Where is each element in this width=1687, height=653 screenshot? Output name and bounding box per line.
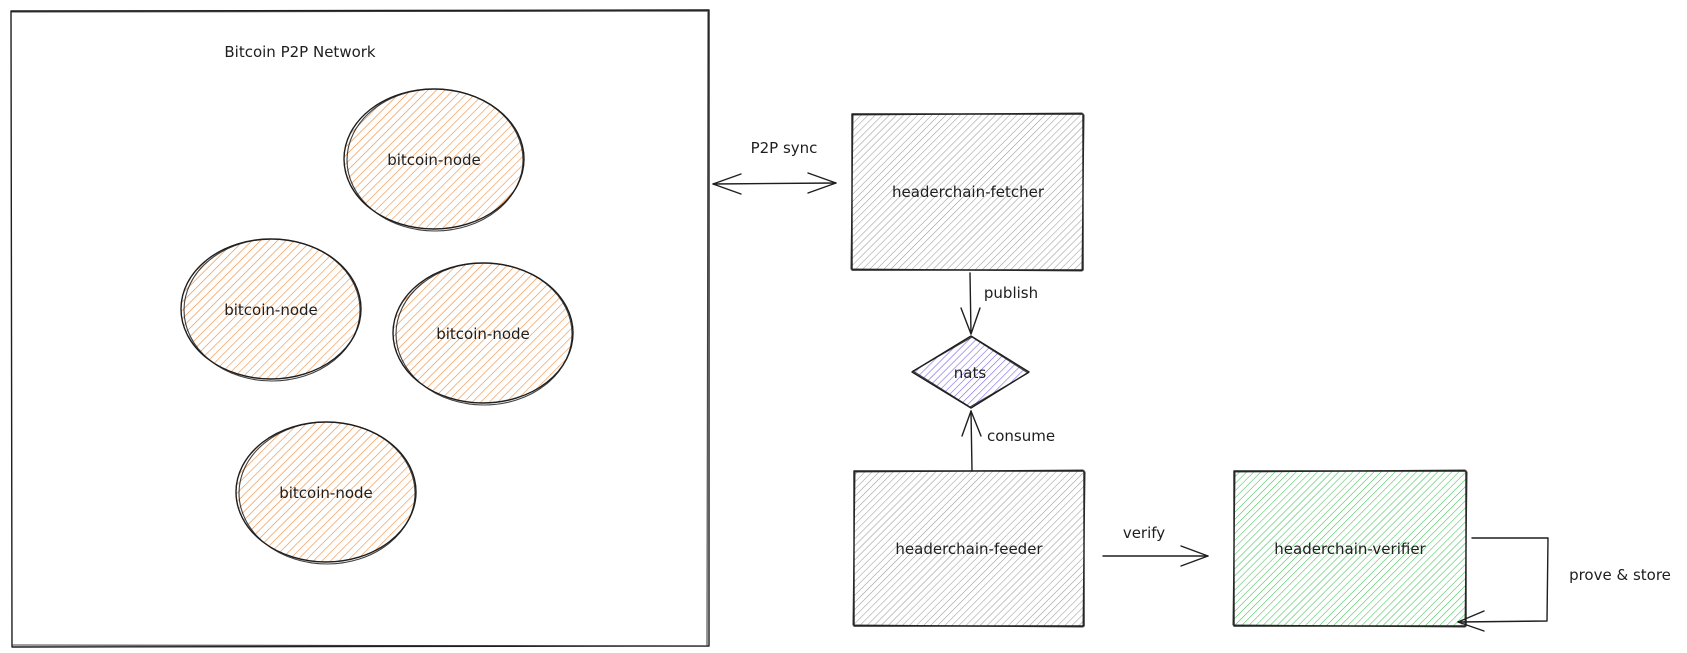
bitcoin-node-3: bitcoin-node	[392, 262, 574, 406]
bitcoin-node-4: bitcoin-node	[235, 421, 417, 565]
verifier-label: headerchain-verifier	[1274, 540, 1426, 558]
headerchain-feeder-box: headerchain-feeder	[852, 469, 1086, 628]
p2p-sync-label: P2P sync	[751, 139, 818, 157]
consume-arrow	[961, 410, 982, 472]
verify-arrow	[1102, 545, 1209, 567]
publish-arrow	[960, 272, 981, 335]
headerchain-fetcher-box: headerchain-fetcher	[850, 112, 1085, 272]
node-label: bitcoin-node	[387, 151, 481, 169]
node-label: bitcoin-node	[224, 301, 318, 319]
headerchain-verifier-box: headerchain-verifier	[1232, 469, 1468, 628]
consume-label: consume	[987, 427, 1055, 445]
prove-store-loop-arrow	[1457, 537, 1549, 632]
verify-label: verify	[1123, 524, 1165, 542]
nats-diamond: nats	[911, 335, 1030, 409]
p2p-sync-arrow	[712, 172, 837, 195]
feeder-label: headerchain-feeder	[895, 540, 1043, 558]
bitcoin-node-1: bitcoin-node	[343, 88, 525, 232]
nats-label: nats	[954, 364, 987, 382]
network-title: Bitcoin P2P Network	[224, 43, 376, 61]
bitcoin-p2p-network-frame	[10, 9, 710, 648]
prove-store-label: prove & store	[1569, 566, 1671, 584]
fetcher-label: headerchain-fetcher	[892, 183, 1045, 201]
node-label: bitcoin-node	[436, 325, 530, 343]
bitcoin-node-2: bitcoin-node	[180, 238, 362, 382]
node-label: bitcoin-node	[279, 484, 373, 502]
publish-label: publish	[984, 284, 1038, 302]
